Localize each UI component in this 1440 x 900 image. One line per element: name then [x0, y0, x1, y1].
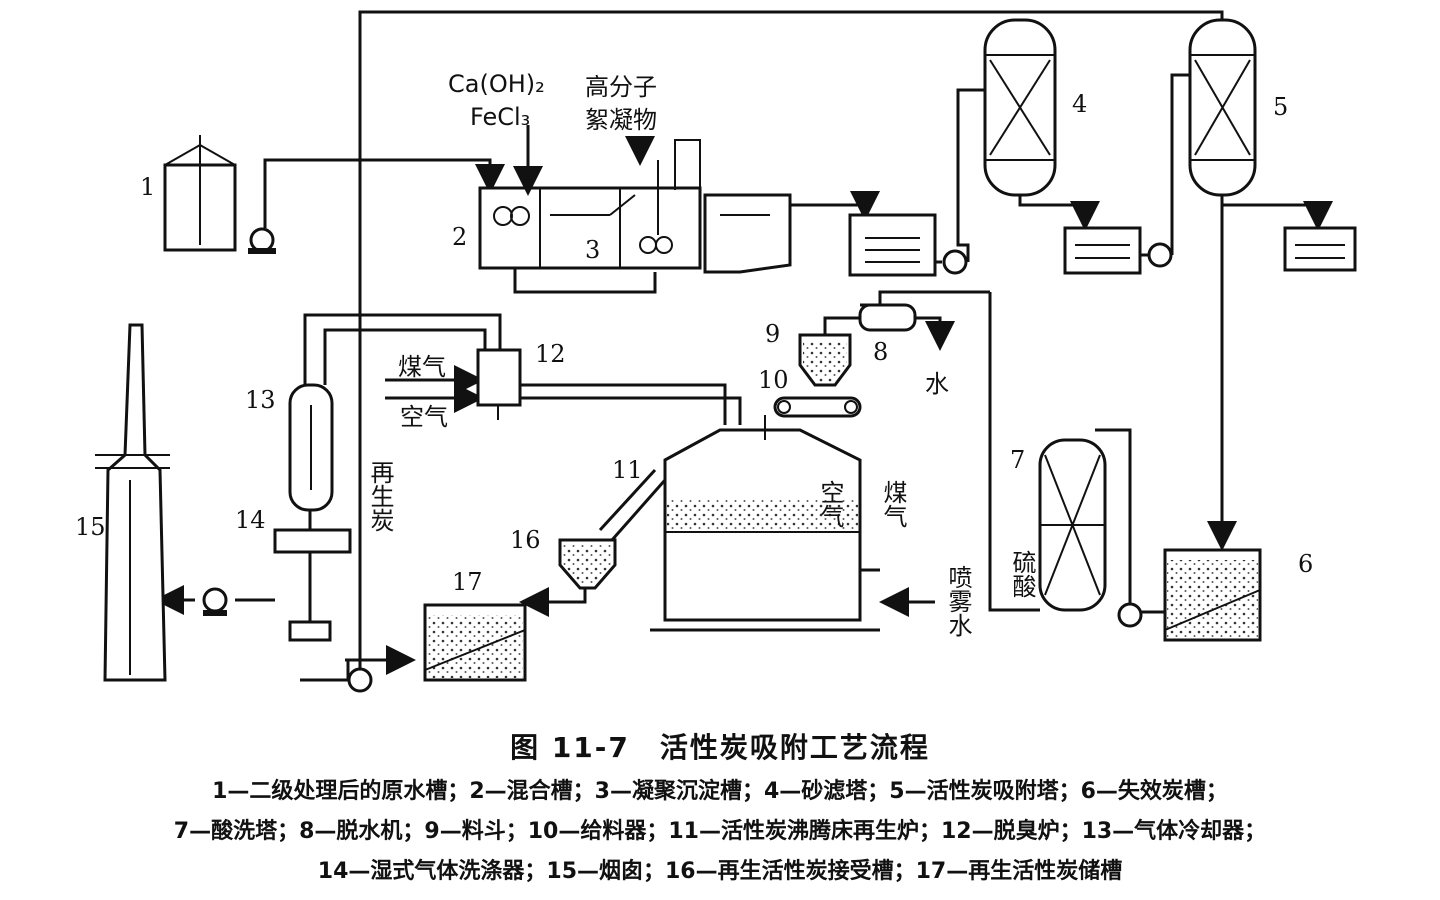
label-8: 8	[873, 338, 888, 366]
caoh2-label: Ca(OH)₂	[448, 70, 545, 98]
settling-tank	[703, 193, 792, 274]
legend-line-3: 14—湿式气体洗涤器；15—烟囱；16—再生活性炭接受槽；17—再生活性炭储槽	[317, 859, 1123, 884]
feeder	[773, 396, 862, 418]
hopper	[798, 333, 852, 387]
label-11: 11	[612, 456, 643, 484]
regeneration-furnace	[650, 415, 880, 632]
label-5: 5	[1273, 93, 1288, 121]
label-9: 9	[765, 320, 780, 348]
label-12: 12	[535, 340, 566, 368]
pump-icon	[942, 249, 968, 275]
label-16: 16	[510, 526, 541, 554]
fecl3-label: FeCl₃	[470, 103, 530, 131]
label-15: 15	[75, 513, 106, 541]
regen-carbon-storage	[423, 603, 527, 682]
tank	[1063, 226, 1142, 275]
equipment-numbers: 1 2 3 4 5 6 7 8 9 10 11 12 13 14 15 16 1…	[75, 90, 1313, 596]
label-6: 6	[1298, 550, 1313, 578]
pump-icon	[1147, 242, 1173, 268]
spent-carbon-tank	[1163, 548, 1262, 642]
intermediate-tank	[848, 213, 937, 277]
stream-labels: Ca(OH)₂ FeCl₃ 高分子 絮凝物 煤气 空气 水 再生炭 空气 煤气 …	[366, 70, 1036, 637]
raw-water-tank	[163, 135, 237, 252]
treated-water-tank	[1283, 226, 1357, 272]
pump-icon	[248, 227, 276, 254]
gas-label-left: 煤气	[398, 353, 446, 381]
label-1: 1	[140, 173, 155, 201]
acid-wash-column	[1038, 438, 1107, 612]
label-4: 4	[1072, 90, 1087, 118]
air-label-left: 空气	[400, 403, 448, 431]
carbon-adsorption-column	[1188, 18, 1257, 197]
pump-icon	[202, 587, 228, 616]
legend-line-2: 7—酸洗塔；8—脱水机；9—料斗；10—给料器；11—活性炭沸腾床再生炉；12—…	[173, 819, 1267, 844]
spray-water-label: 喷雾水	[944, 565, 972, 637]
gas-cooler	[288, 383, 334, 512]
label-14: 14	[235, 506, 266, 534]
label-3: 3	[585, 236, 600, 264]
label-2: 2	[452, 223, 467, 251]
regen-carbon-label: 再生炭	[366, 460, 394, 532]
regen-carbon-receiver	[558, 538, 617, 590]
label-17: 17	[452, 568, 483, 596]
mixing-settling-tank	[478, 125, 702, 270]
polymer-label-1: 高分子	[585, 73, 657, 101]
legend-line-1: 1—二级处理后的原水槽；2—混合槽；3—凝聚沉淀槽；4—砂滤塔；5—活性炭吸附塔…	[212, 779, 1228, 804]
figure-caption: 图 11-7 活性炭吸附工艺流程	[510, 731, 930, 764]
sulfuric-acid-label: 硫酸	[1008, 550, 1036, 598]
deodorizing-furnace	[476, 348, 522, 420]
sand-filter-column	[983, 18, 1057, 197]
dewatering-machine	[858, 303, 917, 332]
water-label: 水	[925, 370, 949, 398]
label-7: 7	[1010, 446, 1025, 474]
label-13: 13	[245, 386, 276, 414]
polymer-label-2: 絮凝物	[585, 106, 657, 134]
pipes	[154, 10, 1333, 682]
chimney	[95, 323, 170, 682]
label-10: 10	[758, 366, 789, 394]
gas-label-right: 煤气	[879, 480, 907, 528]
pump-icon	[1117, 602, 1143, 628]
pump-icon	[347, 667, 373, 693]
air-label-right: 空气	[816, 480, 844, 528]
wet-scrubber	[273, 528, 352, 642]
